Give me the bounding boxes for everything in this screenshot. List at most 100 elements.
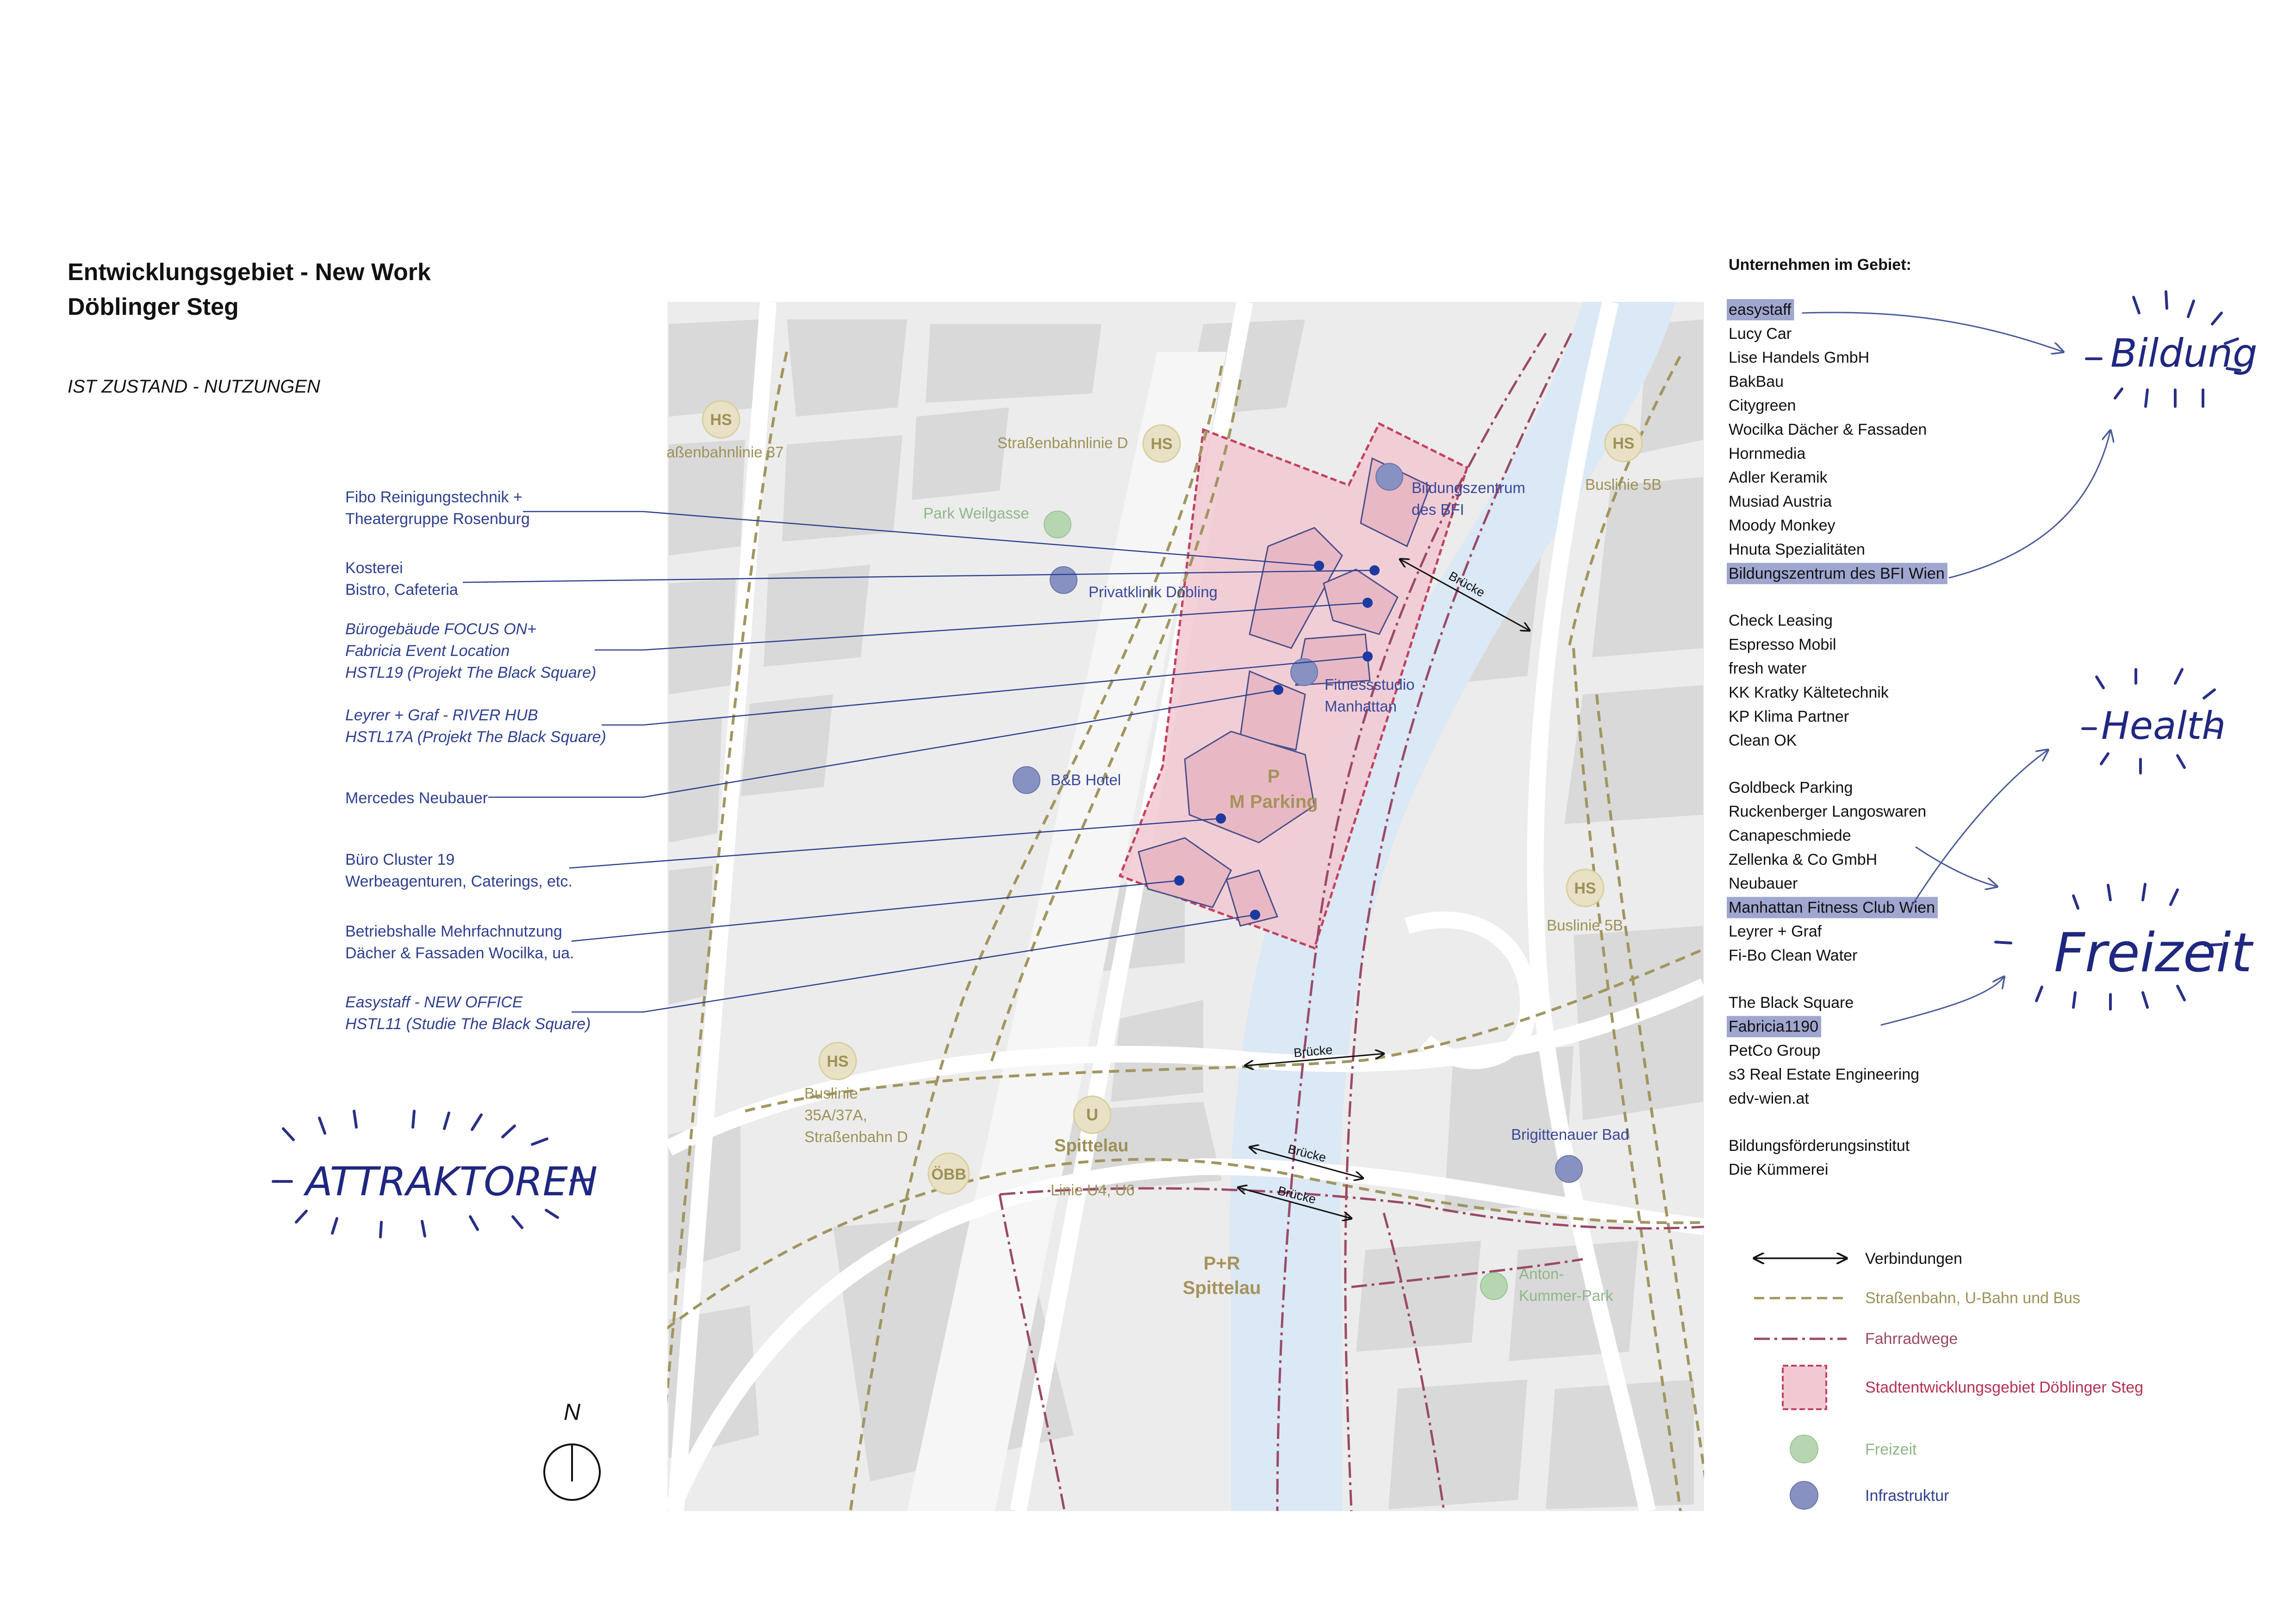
stop-hs-37: HS Straßenbahnlinie 37: [667, 400, 784, 461]
company-row: edv-wien.at: [1729, 1090, 1809, 1107]
company-row: Bildungszentrum des BFI Wien: [1727, 562, 1948, 584]
company-highlight: [1727, 299, 1794, 320]
company-row: Goldbeck Parking: [1729, 779, 1853, 796]
stop-hs-bus-label3: Straßenbahn D: [804, 1128, 908, 1145]
company-row: Die Kümmerei: [1729, 1161, 1828, 1179]
park-weilgasse-label: Park Weilgasse: [923, 505, 1029, 522]
company-name: Canapeschmiede: [1729, 827, 1851, 844]
company-row: Moody Monkey: [1729, 517, 1836, 534]
anton-kummer-park-marker: [1480, 1272, 1508, 1300]
company-name: Leyrer + Graf: [1729, 923, 1822, 940]
cycle-paths: [998, 332, 1704, 1511]
company-name: Die Kümmerei: [1729, 1161, 1828, 1179]
company-row: Manhattan Fitness Club Wien: [1727, 897, 1938, 918]
stop-hs-5b-top: HS Buslinie 5B: [1585, 424, 1661, 493]
callout-7: Betriebshalle Mehrfachnutzung Dächer & F…: [345, 875, 1184, 962]
callout-6-line1: Büro Cluster 19: [345, 851, 454, 868]
company-name: PetCo Group: [1729, 1042, 1820, 1059]
company-name: Espresso Mobil: [1729, 636, 1836, 653]
company-row: Hnuta Spezialitäten: [1729, 541, 1865, 558]
stop-hs-d-badge: HS: [1151, 435, 1172, 453]
company-row: s3 Real Estate Engineering: [1729, 1066, 1919, 1083]
stop-hs-5b-top-badge: HS: [1612, 435, 1634, 452]
legend-transit: Straßenbahn, U-Bahn und Bus: [1754, 1289, 2080, 1307]
company-row: KK Kratky Kältetechnik: [1729, 684, 1889, 701]
bildung-rays: [2085, 290, 2241, 408]
company-highlight: [1727, 897, 1938, 918]
company-name: Bildungszentrum des BFI Wien: [1729, 565, 1945, 582]
callout-4: Leyrer + Graf - RIVER HUB HSTL17A (Proje…: [345, 651, 1373, 746]
legend-verbindungen: Verbindungen: [1754, 1250, 1962, 1268]
stop-hs-37-badge: HS: [710, 411, 732, 429]
company-name: Check Leasing: [1729, 612, 1833, 630]
fitness-marker: [1290, 658, 1318, 686]
company-row: Leyrer + Graf: [1729, 923, 1822, 940]
company-name: Neubauer: [1729, 875, 1798, 893]
company-name: Citygreen: [1729, 397, 1796, 414]
company-name: Wocilka Dächer & Fassaden: [1729, 421, 1927, 438]
company-row: Ruckenberger Langoswaren: [1729, 803, 1926, 820]
company-name: Manhattan Fitness Club Wien: [1729, 899, 1935, 916]
arrow-easystaff-bildung: [1802, 312, 2063, 352]
page-subtitle: IST ZUSTAND - NUTZUNGEN: [68, 376, 320, 397]
company-name: Clean OK: [1729, 732, 1797, 750]
company-row: Musiad Austria: [1729, 493, 1832, 510]
stop-hs-bus-label2: 35A/37A,: [804, 1106, 867, 1124]
freizeit-rays: [1994, 883, 2223, 1011]
annotations: [272, 290, 2241, 1238]
stop-u-label2: Linie U4, U6: [1051, 1181, 1135, 1199]
bfi-label-2: des BFI: [1412, 501, 1464, 518]
company-name: Hornmedia: [1729, 445, 1805, 462]
stop-u-spittelau: U Spittelau Linie U4, U6: [1051, 1095, 1135, 1199]
company-name: Lise Handels GmbH: [1729, 349, 1869, 367]
company-row: Hornmedia: [1729, 445, 1805, 462]
attraktoren-word: ATTRAKTOREN: [303, 1159, 597, 1205]
privatklinik-label: Privatklinik Döbling: [1089, 583, 1218, 600]
company-highlight: [1727, 1016, 1822, 1037]
stop-hs-bus: HS Buslinie 35A/37A, Straßenbahn D: [804, 1042, 908, 1145]
health-rays: [2081, 668, 2221, 775]
brigittenauer-bad-label: Brigittenauer Bad: [1511, 1126, 1629, 1143]
bridge-2: Brücke: [1245, 1043, 1384, 1066]
company-name: Fi-Bo Clean Water: [1729, 947, 1857, 964]
bfi-marker: [1375, 463, 1403, 491]
callout-5-line1: Mercedes Neubauer: [345, 789, 488, 807]
north-label: N: [564, 1399, 581, 1425]
annotation-words: Bildung Health Freizeit ATTRAKTOREN: [303, 331, 2257, 1205]
callout-5: Mercedes Neubauer: [345, 685, 1283, 807]
fitness-label-2: Manhattan: [1325, 698, 1397, 715]
company-row: Wocilka Dächer & Fassaden: [1729, 421, 1927, 438]
company-list-heading: Unternehmen im Gebiet:: [1729, 256, 1911, 274]
callout-6-line2: Werbeagenturen, Caterings, etc.: [345, 873, 572, 890]
company-row: Adler Keramik: [1729, 469, 1828, 487]
company-row: Fabricia1190: [1727, 1016, 1822, 1037]
company-row: The Black Square: [1729, 994, 1854, 1012]
callout-3-line2: Fabricia Event Location: [345, 642, 510, 660]
company-name: fresh water: [1729, 660, 1806, 677]
company-row: Zellenka & Co GmbH: [1729, 851, 1877, 868]
callouts: Fibo Reinigungstechnik + Theatergruppe R…: [345, 488, 1380, 1033]
callout-2: Kosterei Bistro, Cafeteria: [345, 559, 1380, 599]
bb-hotel-label: B&B Hotel: [1051, 771, 1121, 788]
legend-transit-label: Straßenbahn, U-Bahn und Bus: [1865, 1289, 2080, 1307]
callout-6: Büro Cluster 19 Werbeagenturen, Catering…: [345, 813, 1226, 890]
company-row: Espresso Mobil: [1729, 636, 1836, 653]
callout-7-line2: Dächer & Fassaden Wocilka, ua.: [345, 944, 574, 962]
stop-u-label1: Spittelau: [1054, 1136, 1128, 1156]
stop-oebb: ÖBB: [927, 1152, 970, 1195]
company-row: Bildungsförderungsinstitut: [1729, 1137, 1910, 1155]
callout-8: Easystaff - NEW OFFICE HSTL11 (Studie Th…: [345, 910, 1260, 1033]
company-row: KP Klima Partner: [1729, 708, 1849, 725]
header: Entwicklungsgebiet - New Work Döblinger …: [68, 259, 431, 397]
attraktoren-rays: [272, 1110, 591, 1238]
company-name: Zellenka & Co GmbH: [1729, 851, 1877, 868]
legend-entwicklung: Stadtentwicklungsgebiet Döblinger Steg: [1782, 1365, 2143, 1410]
company-name: Lucy Car: [1729, 325, 1792, 343]
callout-4-line2: HSTL17A (Projekt The Black Square): [345, 728, 606, 746]
legend-freizeit-label: Freizeit: [1865, 1441, 1917, 1458]
arrow-fabricia-freizeit: [1880, 977, 2004, 1026]
callout-2-line1: Kosterei: [345, 559, 403, 577]
legend-infrastruktur: Infrastruktur: [1790, 1481, 1949, 1510]
company-row: Canapeschmiede: [1729, 827, 1851, 844]
